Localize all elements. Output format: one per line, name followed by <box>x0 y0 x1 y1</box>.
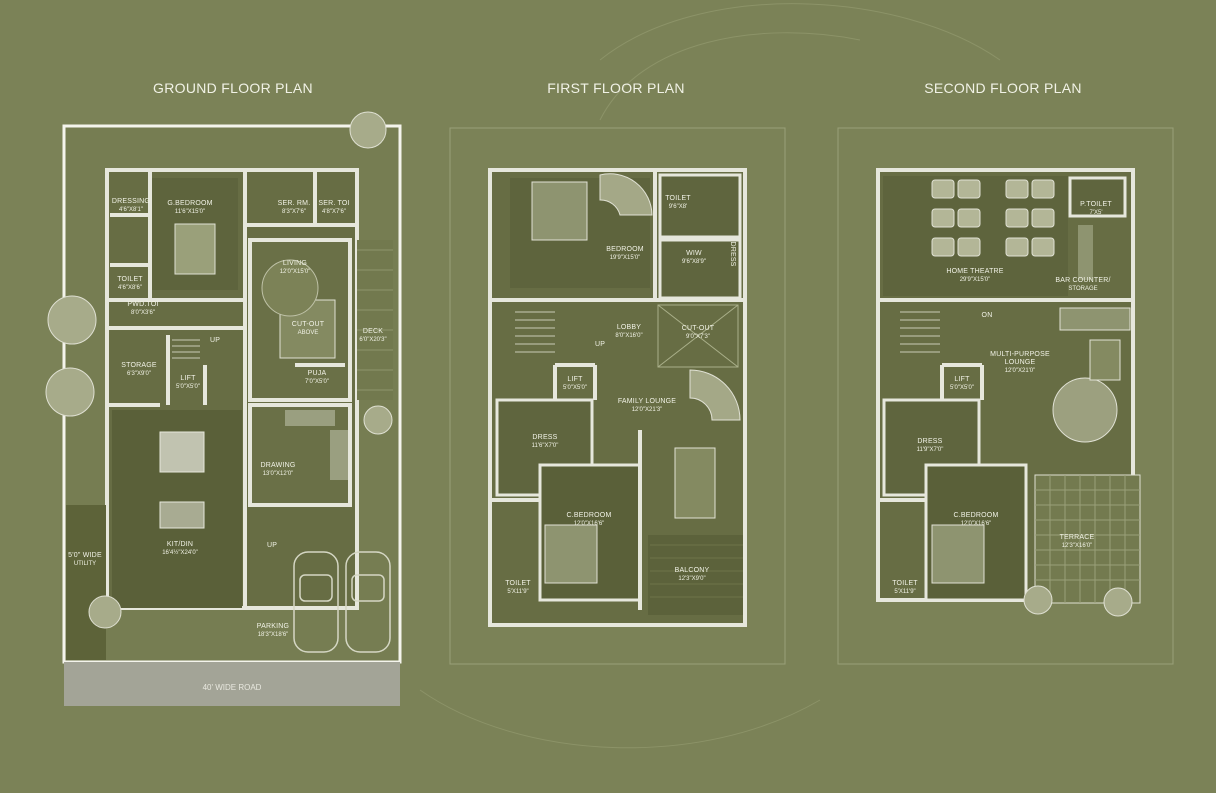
tree-icon <box>45 111 393 629</box>
label-ser-rm: SER. RM.8'3"X7'6" <box>277 200 311 215</box>
ground-floor-title: GROUND FLOOR PLAN <box>153 80 313 96</box>
theatre-seat-icon <box>931 179 1055 257</box>
label-on: ON <box>981 312 993 319</box>
first-floor-title: FIRST FLOOR PLAN <box>547 80 685 96</box>
second-floor-plan <box>837 127 1174 665</box>
label-dress-vertical: DRESS <box>729 241 736 267</box>
road <box>64 662 400 706</box>
car-icon <box>293 551 391 653</box>
label-up: UP <box>594 341 606 348</box>
ground-floor-plan <box>45 111 402 706</box>
second-floor-title: SECOND FLOOR PLAN <box>924 80 1082 96</box>
background-arcs <box>419 3 1001 749</box>
label-up-2: UP <box>266 542 278 549</box>
label-bar-counter: BAR COUNTER/STORAGE <box>1055 277 1111 292</box>
first-floor-plan <box>449 127 786 665</box>
label-up: UP <box>209 337 221 344</box>
road-label: 40' WIDE ROAD <box>202 683 262 692</box>
plant-icon <box>1023 585 1133 617</box>
